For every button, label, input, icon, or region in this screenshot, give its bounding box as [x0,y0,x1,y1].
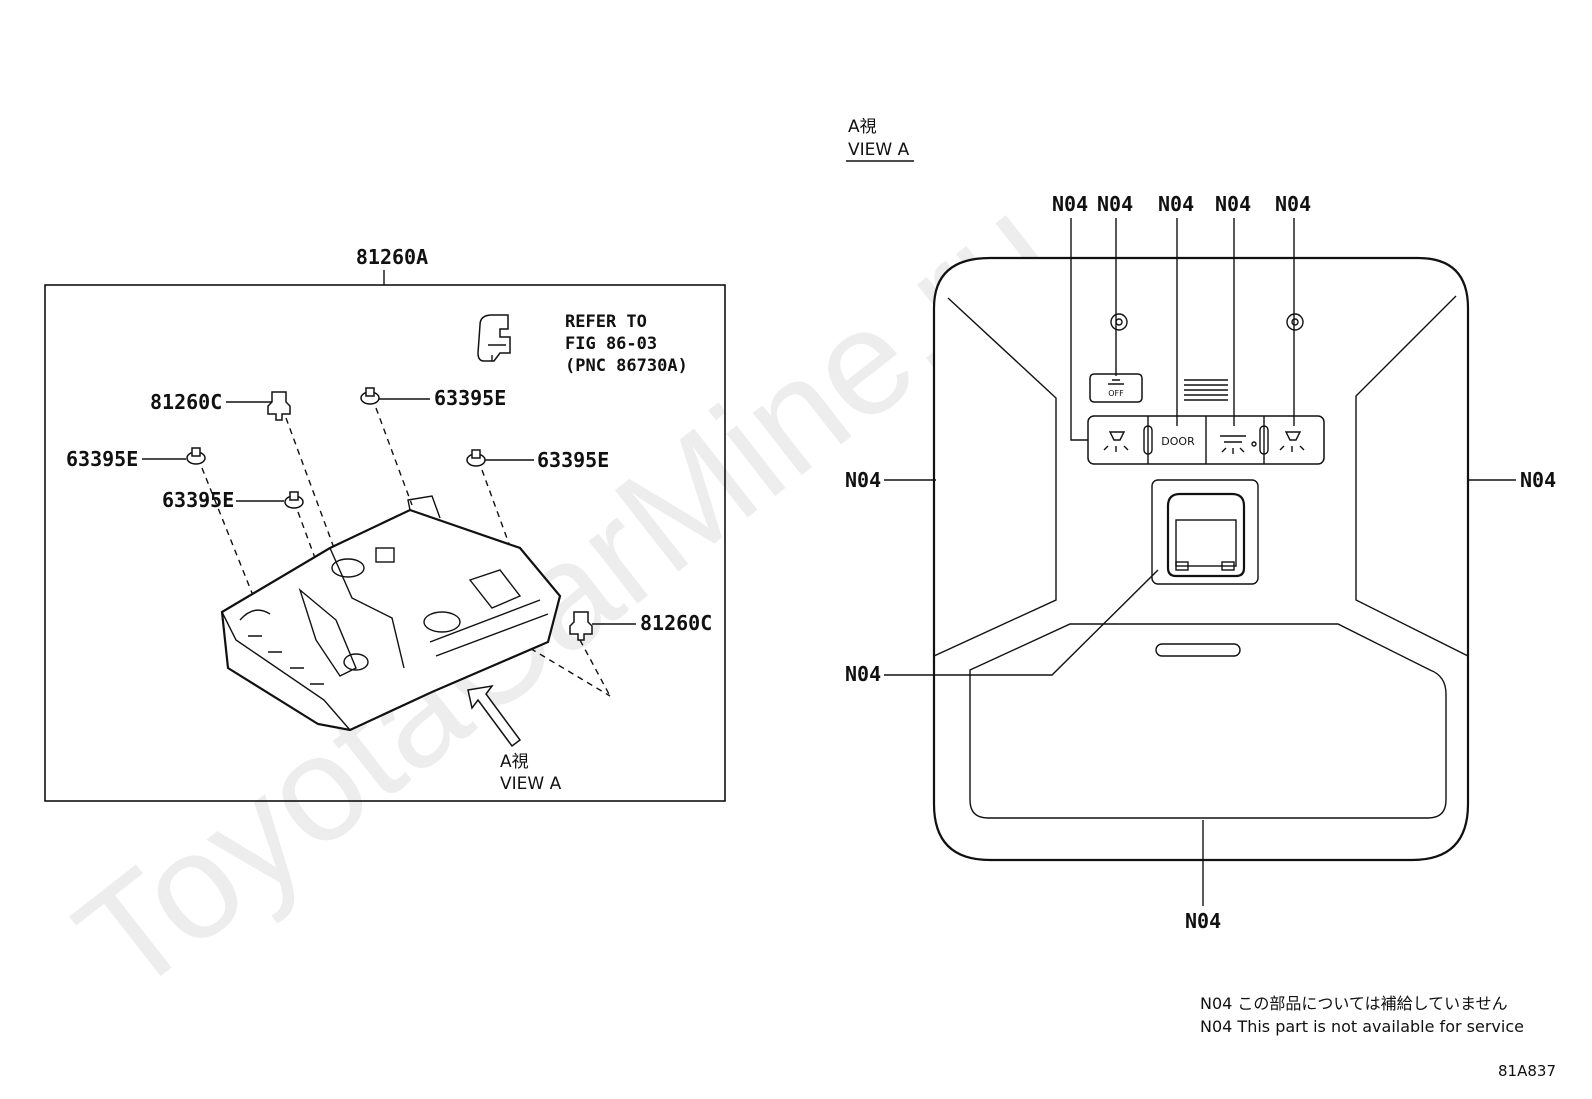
view-a-label-jp-right: A視 [848,117,877,137]
part-label-81260c-lower: 81260C [640,611,712,635]
watermark: ToyotaCarMine.ru [46,164,1082,1025]
callout-n04-1: N04 [1052,192,1088,216]
map-lamp-left-icon[interactable] [1103,431,1129,452]
assembly-frame [44,284,726,802]
callout-n04-4: N04 [1215,192,1251,216]
lamp-off-icon [1108,379,1124,385]
off-button-label: OFF [1108,389,1124,398]
note-jp: N04 この部品については補給していません [1200,994,1508,1013]
callout-n04-right: N04 [1520,468,1556,492]
view-a-label-en-left: VIEW A [500,774,562,794]
room-lamp-icon[interactable] [1220,435,1246,454]
map-lamp-right-icon[interactable] [1279,431,1305,452]
center-pocket [1166,492,1246,578]
part-label-63395e-top: 63395E [434,386,506,410]
left-panel: 81260A REFER TO FIG 86-03 (PNC 86730A) 8… [44,245,726,802]
clip-63395e-top [360,387,380,405]
figure-code: 81A837 [1498,1062,1556,1080]
callout-n04-3: N04 [1158,192,1194,216]
bulb-81260c-lower [569,611,593,641]
clip-63395e-left [186,447,206,465]
connector-icon [477,314,511,362]
callout-n04-left: N04 [845,468,881,492]
console-housing [220,495,562,732]
speaker-grille-icon [1184,379,1228,401]
part-label-63395e-right: 63395E [537,448,609,472]
center-pocket-recess [1151,479,1259,585]
refer-line-3: (PNC 86730A) [565,356,688,376]
indicator-right [1259,425,1269,455]
view-a-label-en-right: VIEW A [848,140,910,160]
right-panel: A視 VIEW A OFF [845,117,1556,933]
note-en: N04 This part is not available for servi… [1200,1017,1524,1036]
part-label-81260c-upper: 81260C [150,390,222,414]
callout-n04-bottom: N04 [1185,909,1221,933]
indicator-left [1143,425,1153,455]
callout-n04-pocket: N04 [845,662,881,686]
leader-lines [884,218,1516,906]
assembly-label: 81260A [356,245,428,269]
view-a-arrow [467,684,522,748]
door-button-label: DOOR [1161,435,1195,448]
clip-63395e-right [466,449,486,467]
callout-n04-2: N04 [1097,192,1133,216]
callout-n04-5: N04 [1275,192,1311,216]
refer-line-1: REFER TO [565,312,647,332]
view-a-label-jp-left: A視 [500,752,529,772]
clip-63395e-mid [284,491,304,509]
sensor-right-icon [1286,313,1304,331]
bulb-81260c-upper [267,391,291,421]
part-label-63395e-left: 63395E [66,447,138,471]
refer-line-2: FIG 86-03 [565,334,657,354]
part-label-63395e-mid: 63395E [162,488,234,512]
